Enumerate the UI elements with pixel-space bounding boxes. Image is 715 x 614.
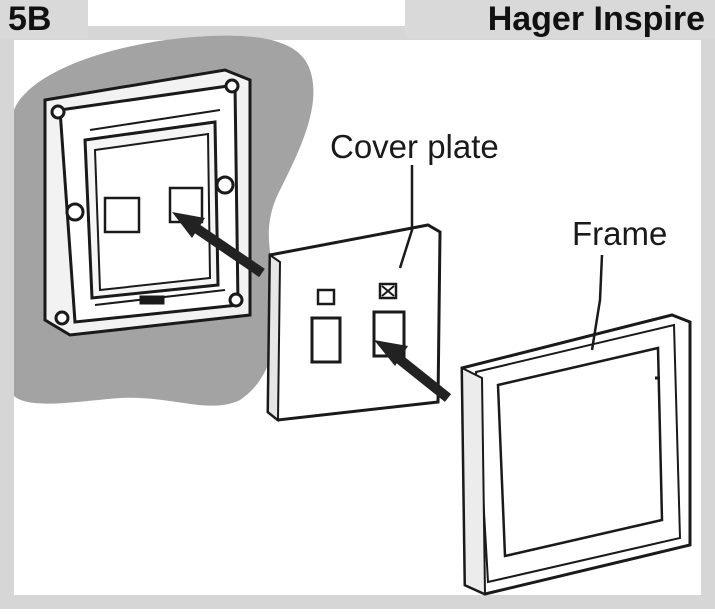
back-box [43, 68, 252, 337]
cover-plate-leader [398, 165, 414, 269]
frame-label: Frame [572, 215, 668, 252]
brand-title: Hager Inspire [487, 0, 705, 38]
brand-tab: Hager Inspire [405, 0, 715, 38]
arrow-into-back-box [172, 212, 265, 278]
arrow-into-cover-plate [374, 340, 452, 402]
frame [460, 313, 692, 596]
cover-plate [266, 223, 442, 423]
frame-leader [590, 254, 604, 351]
cover-plate-label: Cover plate [330, 128, 499, 165]
step-number: 5B [8, 0, 52, 38]
step-tab: 5B [0, 0, 88, 38]
